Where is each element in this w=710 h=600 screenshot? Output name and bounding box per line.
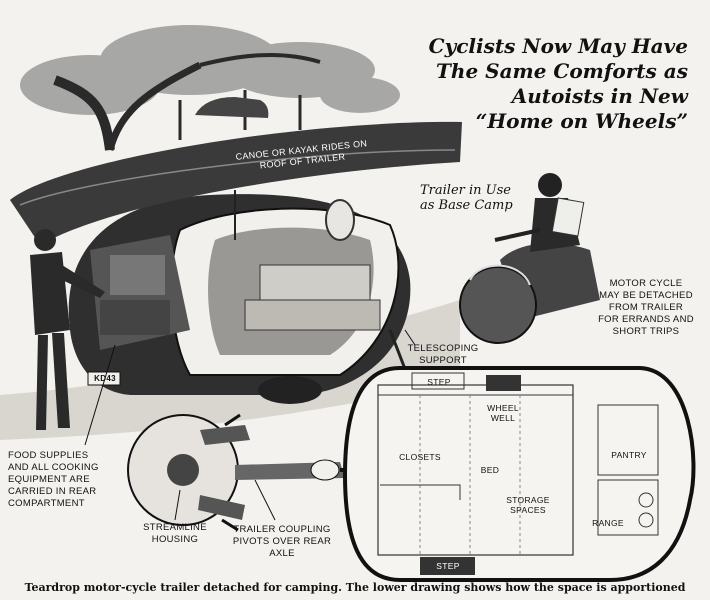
headline-line-4: “Home on Wheels” (475, 109, 688, 133)
motorcycle-label-line-5: short trips (612, 326, 680, 337)
streamline-line-2: housing (151, 534, 199, 545)
license-plate: KD43 (94, 374, 116, 383)
telescoping-line-2: support (419, 355, 467, 366)
motorcycle-label-line-1: Motor cycle (609, 278, 683, 289)
caption: Teardrop motor-cycle trailer detached fo… (24, 581, 686, 594)
plan-storage: Storage spaces (498, 495, 558, 515)
floor-plan (342, 366, 696, 582)
coupling-line-1: Trailer coupling (233, 524, 331, 535)
plan-range: Range (583, 518, 633, 528)
plan-step-bottom-text: Step (436, 561, 460, 571)
base-camp-line-2: as Base Camp (420, 198, 513, 213)
plan-step-top: Step (416, 377, 462, 387)
plan-closets-text: Closets (399, 452, 441, 462)
food-label: Food supplies and all cooking equipment … (8, 450, 118, 510)
coupling-line-3: axle (269, 548, 295, 559)
motorcycle-label: Motor cycle may be detached from trailer… (596, 278, 696, 338)
food-label-line-3: equipment are (8, 474, 90, 485)
plan-step-top-text: Step (427, 377, 451, 387)
coupling-label: Trailer coupling pivots over rear axle (222, 524, 342, 560)
canoe (10, 121, 462, 245)
base-camp-label: Trailer in Use as Base Camp (420, 183, 513, 213)
plan-wheel-line-2: well (490, 413, 516, 423)
plan-step-bottom: Step (421, 561, 475, 571)
teardrop-trailer (68, 194, 417, 404)
telescoping-line-1: Telescoping (407, 343, 479, 354)
plan-bed: Bed (470, 465, 510, 475)
motorcycle-label-line-4: for errands and (598, 314, 694, 325)
streamline-line-1: Streamline (143, 522, 207, 533)
leader-lines (84, 329, 416, 521)
headline: Cyclists Now May Have The Same Comforts … (388, 34, 688, 134)
telescoping-label: Telescoping support (398, 343, 488, 367)
motorcycle-label-line-3: from trailer (608, 302, 684, 313)
headline-line-2: The Same Comforts as (436, 59, 688, 83)
motorcycle-label-line-2: may be detached (599, 290, 693, 301)
plan-pantry: Pantry (603, 450, 655, 460)
headline-line-1: Cyclists Now May Have (428, 34, 688, 58)
plan-wheel-well: Wheel well (478, 403, 528, 423)
plan-storage-line-1: Storage (506, 495, 550, 505)
background-car (195, 97, 269, 118)
headline-line-3: Autoists in New (511, 84, 688, 108)
plan-range-text: Range (592, 518, 624, 528)
camper-person (30, 229, 105, 430)
base-camp-line-1: Trailer in Use (420, 183, 511, 198)
plan-wheel-line-1: Wheel (487, 403, 519, 413)
food-label-line-5: compartment (8, 498, 85, 509)
food-label-line-2: and all cooking (8, 462, 99, 473)
coupling-line-2: pivots over rear (232, 536, 332, 547)
plan-pantry-text: Pantry (611, 450, 647, 460)
food-label-line-4: carried in rear (8, 486, 97, 497)
streamline-label: Streamline housing (135, 522, 215, 546)
food-label-line-1: Food supplies (8, 450, 89, 461)
plan-bed-text: Bed (480, 465, 500, 475)
coupling-topview (127, 413, 362, 532)
plan-closets: Closets (390, 452, 450, 462)
tree-canopy (20, 25, 400, 115)
motorcycle-rider (459, 173, 600, 344)
plan-storage-line-2: spaces (510, 505, 546, 515)
